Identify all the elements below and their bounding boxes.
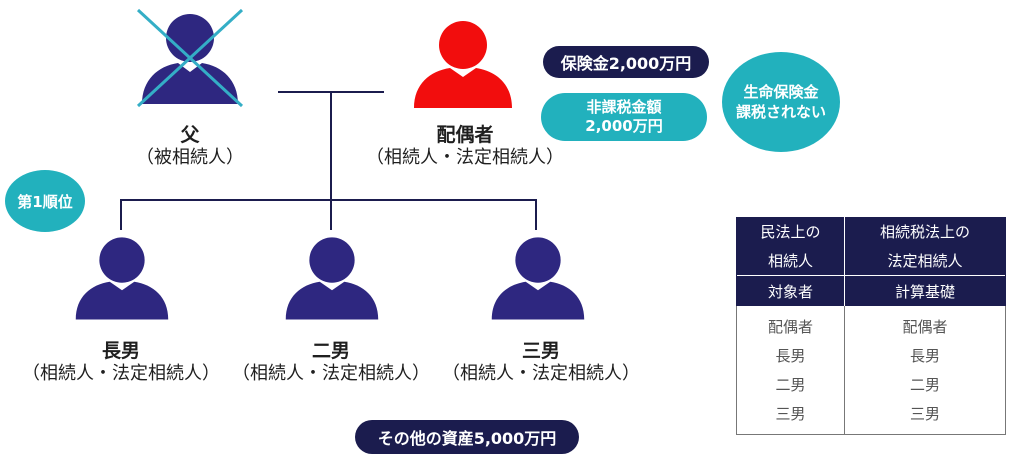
- table-cell: 三男: [736, 399, 845, 435]
- spouse-label: 配偶者 （相続人・法定相続人）: [360, 124, 570, 170]
- table-cell: 長男: [843, 341, 1007, 370]
- eldest-son-icon: [72, 232, 172, 324]
- col2-header-line1: 相続税法上の: [843, 217, 1007, 246]
- table-cell: 二男: [736, 370, 845, 399]
- third-son-label: 三男 （相続人・法定相続人）: [436, 340, 646, 386]
- father-icon: [136, 8, 244, 108]
- third-son-icon: [488, 232, 588, 324]
- father-label: 父 （被相続人）: [110, 124, 270, 170]
- second-son-name: 二男: [311, 340, 350, 362]
- table-cell: 配偶者: [736, 306, 845, 341]
- table-row: 三男 三男: [736, 399, 1007, 435]
- col1-header-line1: 民法上の: [736, 217, 845, 246]
- eldest-son-role: （相続人・法定相続人）: [22, 363, 220, 384]
- father-role: （被相続人）: [136, 147, 244, 168]
- table-cell: 長男: [736, 341, 845, 370]
- heirs-table: 民法上の 相続税法上の 相続人 法定相続人 対象者 計算基礎 配偶者 配偶者 長…: [736, 217, 1007, 435]
- col1-header-line2: 相続人: [736, 246, 845, 276]
- priority-badge: 第1順位: [5, 170, 85, 232]
- tax-exempt-badge: 非課税金額 2,000万円: [541, 93, 707, 141]
- table-cell: 配偶者: [843, 306, 1007, 341]
- spouse-name: 配偶者: [436, 124, 494, 146]
- father-name: 父: [180, 124, 200, 146]
- col2-header-line2: 法定相続人: [843, 246, 1007, 276]
- col2-subheader: 計算基礎: [843, 275, 1007, 306]
- eldest-son-name: 長男: [101, 340, 140, 362]
- not-taxed-line1: 生命保険金: [743, 83, 819, 101]
- second-son-role: （相続人・法定相続人）: [232, 363, 430, 384]
- not-taxed-line2: 課税されない: [735, 103, 826, 121]
- spouse-role: （相続人・法定相続人）: [366, 147, 564, 168]
- not-taxed-circle: 生命保険金 課税されない: [722, 52, 840, 152]
- table-cell: 三男: [843, 399, 1007, 435]
- tax-exempt-line2: 2,000万円: [585, 117, 663, 135]
- table-row: 長男 長男: [736, 341, 1007, 370]
- col1-subheader: 対象者: [736, 275, 845, 306]
- table-row: 配偶者 配偶者: [736, 306, 1007, 341]
- third-son-name: 三男: [521, 340, 560, 362]
- table-cell: 二男: [843, 370, 1007, 399]
- second-son-label: 二男 （相続人・法定相続人）: [226, 340, 436, 386]
- second-son-icon: [282, 232, 382, 324]
- insurance-badge: 保険金2,000万円: [543, 46, 709, 78]
- spouse-icon: [410, 18, 516, 110]
- table-row: 二男 二男: [736, 370, 1007, 399]
- third-son-role: （相続人・法定相続人）: [442, 363, 640, 384]
- tax-exempt-line1: 非課税金額: [586, 98, 662, 116]
- eldest-son-label: 長男 （相続人・法定相続人）: [16, 340, 226, 386]
- other-assets-badge: その他の資産5,000万円: [355, 420, 579, 454]
